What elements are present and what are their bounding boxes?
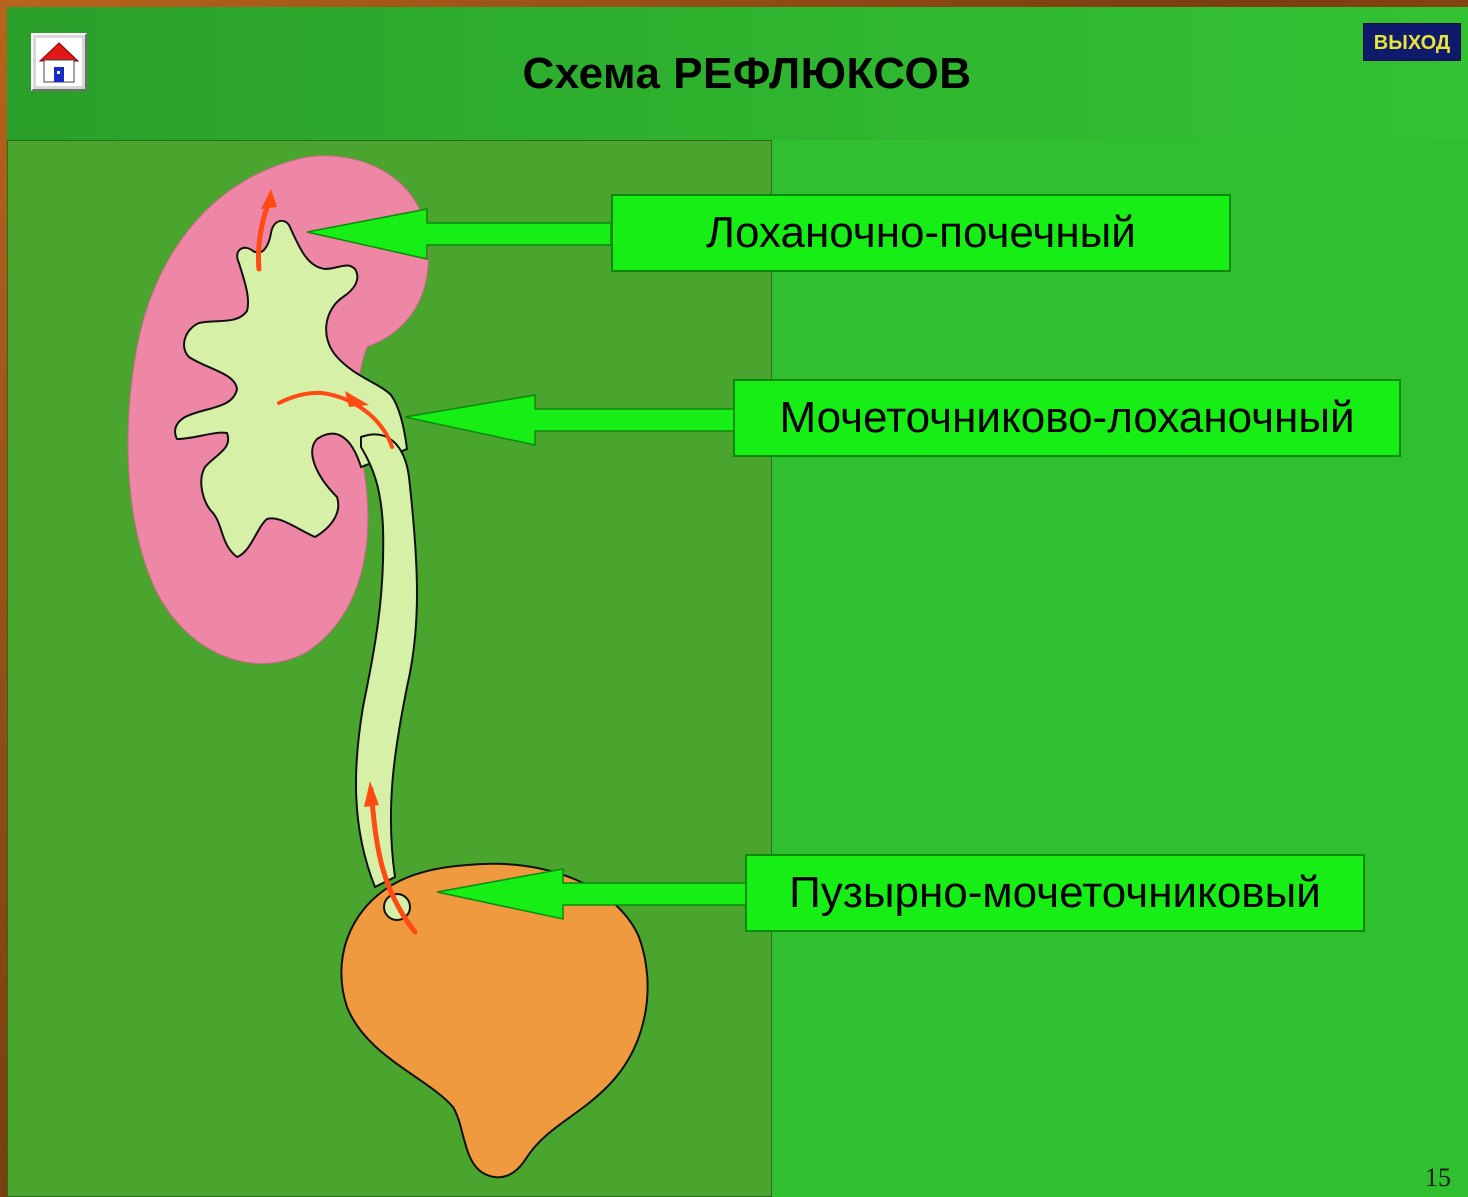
page-number: 15 xyxy=(1425,1163,1451,1193)
label-vesicoureteral: Пузырно-мочеточниковый xyxy=(745,854,1365,932)
label-ureteropelvic: Мочеточниково-лоханочный xyxy=(733,379,1401,457)
label-pyelorenal: Лоханочно-почечный xyxy=(611,194,1231,272)
slide: Схема РЕФЛЮКСОВ ВЫХОД Лоханочно-по xyxy=(7,7,1468,1197)
reflux-diagram xyxy=(7,7,1468,1197)
pointer-arrow-ureteropelvic xyxy=(405,395,735,445)
